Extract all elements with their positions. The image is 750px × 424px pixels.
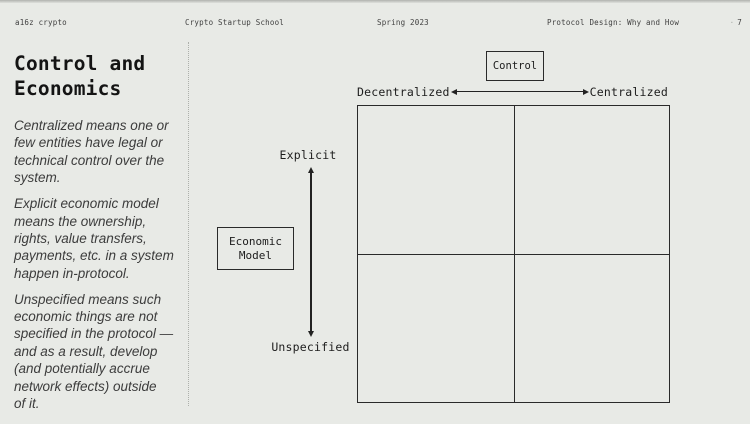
- left-arrowhead-icon: [450, 88, 457, 95]
- control-axis-title: Control: [492, 60, 538, 72]
- column-divider: [188, 42, 189, 406]
- x-axis: Decentralized Centralized: [357, 84, 668, 99]
- down-arrowhead-icon: [308, 331, 314, 337]
- control-axis-title-box: Control: [486, 51, 544, 81]
- quadrant-centralized-explicit: [514, 106, 670, 254]
- definition-centralized: Centralized means one or few entities ha…: [14, 118, 169, 186]
- definitions-block: Centralized means one or few entities ha…: [14, 117, 192, 421]
- page-number-value: 7: [737, 18, 742, 27]
- page-separator: ·: [729, 18, 735, 27]
- brand-label: a16z crypto: [15, 18, 67, 27]
- program-label: Crypto Startup School: [185, 18, 285, 27]
- grid-horizontal-divider: [358, 254, 669, 255]
- slide-title: Control and Economics: [14, 52, 146, 100]
- x-axis-arrow: [450, 87, 589, 96]
- y-axis-arrow: [306, 167, 316, 337]
- quadrant-grid: [357, 105, 670, 403]
- y-axis-top-label: Explicit: [279, 148, 337, 162]
- quadrant-centralized-unspecified: [514, 254, 670, 402]
- page-number: ·7: [730, 18, 742, 27]
- x-axis-right-label: Centralized: [589, 84, 668, 99]
- up-arrowhead-icon: [308, 167, 314, 173]
- quadrant-decentralized-explicit: [358, 106, 514, 254]
- definition-unspecified: Unspecified means such economic things a…: [14, 291, 174, 412]
- economic-model-axis-title-box: Economic Model: [217, 227, 294, 270]
- economic-model-axis-title: Economic Model: [229, 234, 282, 262]
- right-arrowhead-icon: [582, 88, 589, 95]
- quadrant-decentralized-unspecified: [358, 254, 514, 402]
- definition-explicit: Explicit economic model means the owners…: [14, 196, 174, 281]
- deck-title-label: Protocol Design: Why and How: [547, 18, 680, 27]
- x-axis-left-label: Decentralized: [357, 84, 450, 99]
- term-label: Spring 2023: [377, 18, 429, 27]
- y-axis-bottom-label: Unspecified: [271, 340, 350, 354]
